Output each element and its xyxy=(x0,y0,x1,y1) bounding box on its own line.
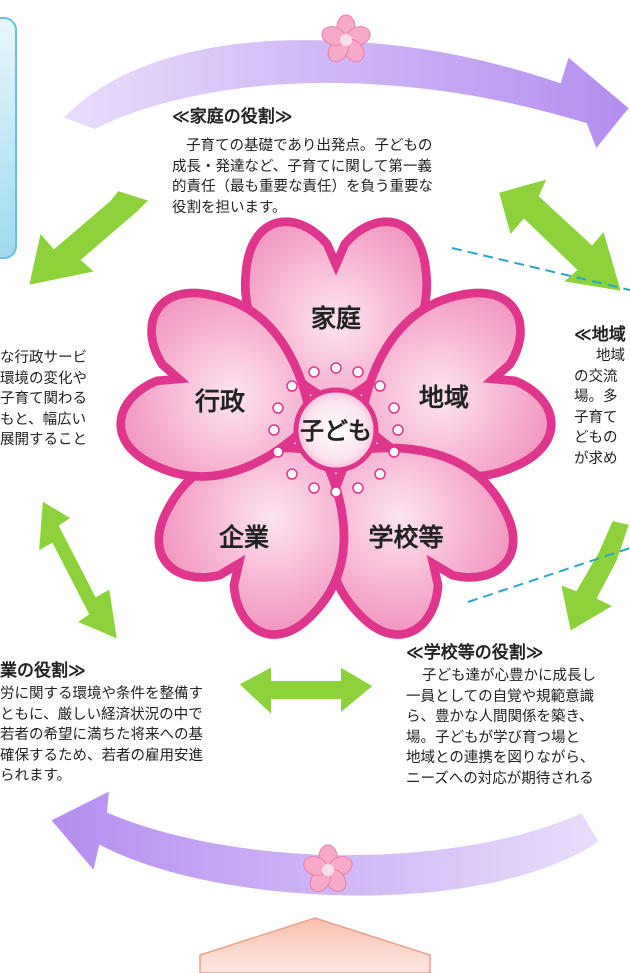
company-role-line: 若者の希望に満ちた将来への基 xyxy=(0,727,203,743)
community-role-heading: ≪地域 xyxy=(574,325,626,345)
petal-label-school: 学校等 xyxy=(368,523,443,552)
government-role-line: な行政サービ xyxy=(0,350,87,366)
school-role-line: 地域との連携を図りながら、 xyxy=(406,750,595,766)
green-arrow-bottom xyxy=(236,664,376,719)
school-role-line: 子ども達が心豊かに成長し xyxy=(422,668,596,684)
company-role-line: ともに、厳しい経済状況の中で xyxy=(0,706,203,723)
company-role-line: 確保するため、若者の雇用安進 xyxy=(0,747,203,764)
family-role-line: 成長・発達など、子育てに関して第一義 xyxy=(172,158,432,175)
community-role-line: の交流 xyxy=(574,368,618,385)
green-arrow-top-right xyxy=(496,176,624,294)
flower-center xyxy=(293,387,379,473)
family-role-heading: ≪家庭の役割≫ xyxy=(172,107,293,127)
company-role-heading: 業の役割≫ xyxy=(0,661,86,681)
government-role-line: 展開すること xyxy=(0,432,87,448)
school-role-line: 場。子どもが学び育つ場と xyxy=(406,729,580,746)
petal-label-community: 地域 xyxy=(419,383,469,412)
side-panel xyxy=(0,17,17,259)
sakura-ornament-top xyxy=(321,14,371,63)
government-role-line: もと、幅広い xyxy=(0,411,87,428)
stamen-ring xyxy=(268,362,404,498)
school-role-heading: ≪学校等の役割≫ xyxy=(406,643,544,663)
school-role-text: 子ども達が心豊かに成長し 一員としての自覚や規範意識 ら、豊かな人間関係を築き、… xyxy=(406,666,596,789)
dashed-connector-lower xyxy=(467,547,630,603)
green-arrow-right xyxy=(558,518,630,634)
top-cycle-arrow xyxy=(60,38,630,152)
community-role-text: 地域 の交流 場。多 子育て どもの が求め xyxy=(574,346,625,469)
cherry-blossom-flower: 子ども 家庭 地域 学校等 企業 行政 xyxy=(110,222,562,652)
company-role-line: 労に関する環境や条件を整備す xyxy=(0,686,203,702)
government-role-line: 子育て関わる xyxy=(0,391,87,407)
government-role-text: な行政サービ 環境の変化や 子育て関わる もと、幅広い 展開すること xyxy=(0,348,87,451)
family-role-line: 的責任（最も重要な責任）を負う重要な xyxy=(172,179,433,195)
community-role-line: 場。多 xyxy=(574,389,618,405)
dashed-connector-upper xyxy=(451,247,630,291)
family-role-line: 子育ての基礎であり出発点。子どもの xyxy=(186,138,433,154)
company-role-text: 労に関する環境や条件を整備す ともに、厳しい経済状況の中で 若者の希望に満ちた将… xyxy=(0,684,203,787)
sakura-ornament-bottom xyxy=(303,844,353,893)
green-arrow-top-left xyxy=(26,188,152,288)
bottom-up-arrow xyxy=(199,917,431,973)
community-role-line: どもの xyxy=(574,430,618,446)
government-role-line: 環境の変化や xyxy=(0,370,87,387)
petal-label-family: 家庭 xyxy=(311,304,361,333)
bottom-cycle-arrow xyxy=(48,788,602,898)
family-role-line: 役割を担います。 xyxy=(172,199,287,216)
family-role-text: 子育ての基礎であり出発点。子どもの 成長・発達など、子育てに関して第一義 的責任… xyxy=(172,136,433,218)
school-role-line: ニーズへの対応が期待される xyxy=(406,770,594,787)
community-role-line: 子育て xyxy=(574,409,618,426)
community-role-line: 地域 xyxy=(596,348,625,364)
school-role-line: 一員としての自覚や規範意識 xyxy=(406,688,595,705)
green-arrow-left xyxy=(36,498,120,642)
company-role-line: られます。 xyxy=(0,768,72,784)
community-role-line: が求め xyxy=(574,450,618,467)
petal-label-company: 企業 xyxy=(219,523,269,552)
petal-label-government: 行政 xyxy=(194,387,246,416)
center-label: 子ども xyxy=(300,417,372,445)
school-role-line: ら、豊かな人間関係を築き、 xyxy=(406,709,594,725)
